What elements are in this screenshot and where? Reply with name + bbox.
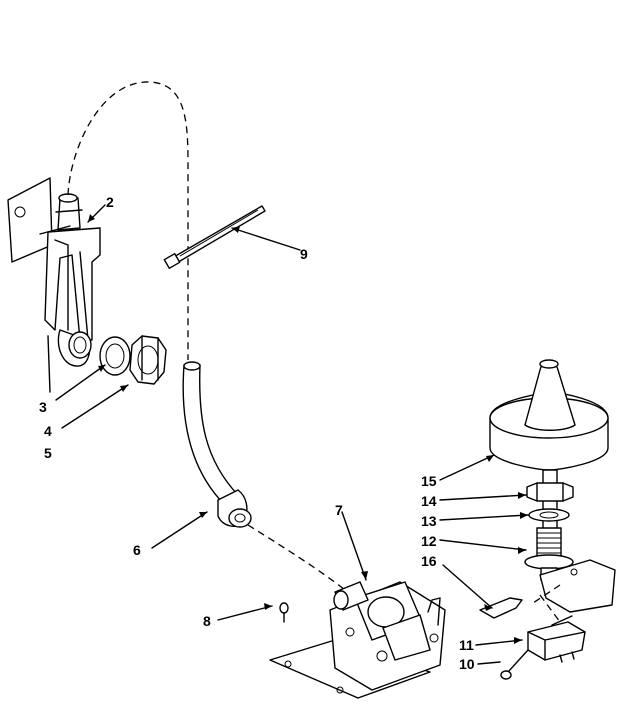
callout-label-14: 14: [421, 493, 437, 509]
micro-switch: [527, 615, 586, 663]
vent-bracket-assembly: [7, 177, 101, 367]
callout-label-10: 10: [459, 656, 475, 672]
callout-label-12: 12: [421, 533, 437, 549]
vent-hose-path: [67, 81, 189, 360]
hex-nut: [129, 335, 167, 385]
callout-label-13: 13: [421, 513, 437, 529]
switch-bracket: [479, 559, 616, 619]
callout-label-8: 8: [203, 613, 211, 629]
hose-clip: [279, 602, 289, 623]
switch-guide-line: [539, 594, 561, 623]
callout-label-11: 11: [459, 637, 474, 653]
callout-label-6: 6: [133, 542, 141, 558]
callout-label-7: 7: [335, 502, 343, 518]
callout-label-3: 3: [39, 399, 47, 415]
leader-arrowheads: [88, 214, 528, 644]
switch-screw: [500, 649, 529, 680]
callout-label-9: 9: [300, 246, 308, 262]
callout-label-15: 15: [421, 473, 437, 489]
gasket-washer: [99, 336, 131, 376]
callout-label-16: 16: [421, 553, 437, 569]
bracket-guide-line: [529, 584, 561, 606]
callout-label-5: 5: [44, 445, 52, 461]
float-assembly: [489, 359, 609, 581]
tie-strap: [163, 205, 266, 270]
drain-hose: [182, 361, 252, 528]
callout-label-2: 2: [106, 194, 114, 210]
drain-valve-assembly: [269, 581, 446, 699]
leader-lines: [47, 204, 529, 665]
drain-hose-path: [247, 524, 346, 591]
callout-label-4: 4: [44, 423, 52, 439]
